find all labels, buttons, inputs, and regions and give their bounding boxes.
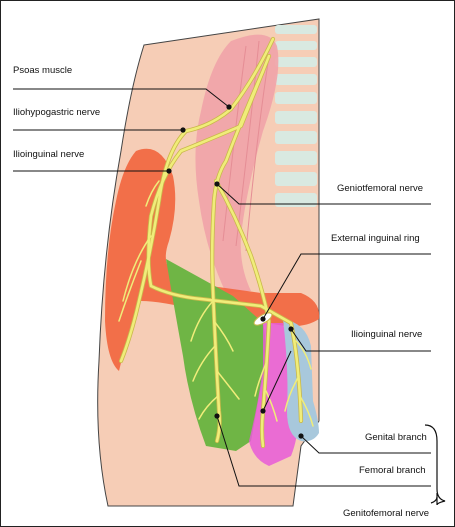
label-genital-branch: Genital branch: [365, 432, 427, 443]
label-genitofemoral-nerve-bottom: Genitofemoral nerve: [343, 508, 430, 519]
spine-vertebrae: [275, 25, 317, 207]
label-femoral-branch: Femoral branch: [359, 465, 426, 476]
psoas-muscle-shape: [195, 34, 279, 294]
label-genitofemoral-nerve-right: Geniotfemoral nerve: [337, 183, 424, 194]
label-iliohypogastric-nerve: Iliohypogastric nerve: [13, 107, 101, 118]
branch-bracket-stem: [430, 496, 438, 504]
genital-structure: [283, 319, 319, 442]
nerves: [118, 36, 314, 449]
branch-bracket: [424, 424, 446, 506]
label-ilioinguinal-nerve-left: Ilioinguinal nerve: [13, 149, 85, 160]
leader-dots: [166, 104, 304, 439]
label-external-inguinal-ring: External inguinal ring: [331, 233, 420, 244]
leader-lines: [13, 88, 431, 487]
label-ilioinguinal-nerve-right: Ilioinguinal nerve: [351, 329, 423, 340]
label-psoas-muscle: Psoas muscle: [13, 65, 73, 76]
